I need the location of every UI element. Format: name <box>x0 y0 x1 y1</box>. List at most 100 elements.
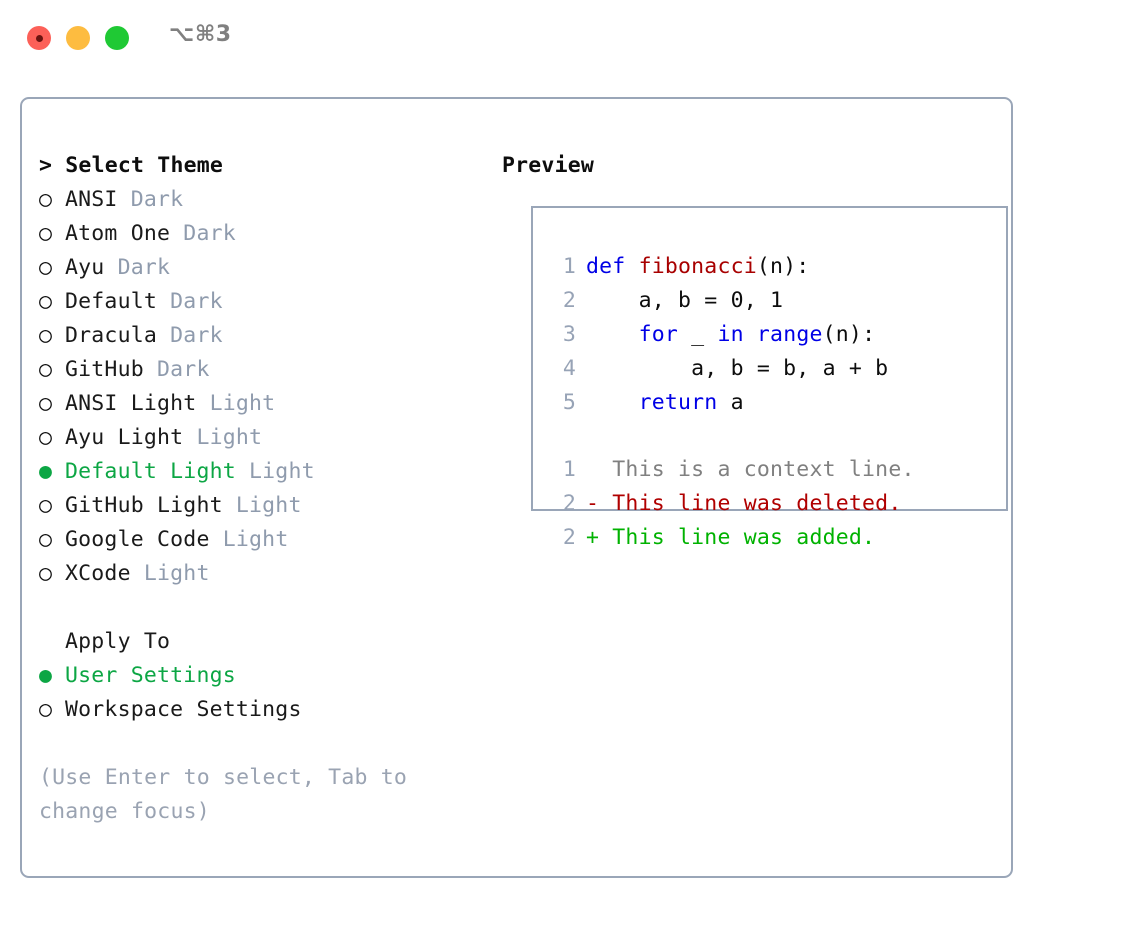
theme-option-label: Default Light <box>65 459 236 484</box>
theme-option-ansi[interactable]: ○ ANSI Dark <box>39 183 479 217</box>
theme-option-ayu[interactable]: ○ Ayu Dark <box>39 251 479 285</box>
minimize-window-icon[interactable] <box>66 26 90 50</box>
code-token: for <box>638 322 679 347</box>
theme-selector-column: > Select Theme ○ANSI Dark○Atom One Dark○… <box>39 149 479 829</box>
theme-option-variant-tag: Dark <box>117 187 184 212</box>
code-line: 2 a, b = 0, 1 <box>544 284 999 318</box>
radio-selected-icon: ● <box>39 459 53 484</box>
diff-line-text: This is a context line. <box>586 457 915 482</box>
code-line: 5 return a <box>544 386 999 420</box>
theme-option-google-code[interactable]: ○ Google Code Light <box>39 523 479 557</box>
select-theme-heading: > Select Theme <box>39 153 224 178</box>
diff-line-text: - This line was deleted. <box>586 491 902 516</box>
code-token: def <box>586 254 639 279</box>
apply-to-option-user-settings[interactable]: ● User Settings <box>39 659 479 693</box>
theme-option-variant-tag: Light <box>130 561 210 586</box>
theme-option-xcode[interactable]: ○ XCode Light <box>39 557 479 591</box>
maximize-window-icon[interactable] <box>105 26 129 50</box>
theme-option-variant-tag: Dark <box>157 323 223 348</box>
theme-option-ansi-light[interactable]: ○ANSI Light Light <box>39 387 479 421</box>
theme-option-label: GitHub <box>65 357 144 382</box>
code-token: in <box>717 322 744 347</box>
theme-option-variant-tag: Dark <box>143 357 210 382</box>
theme-option-label: Google Code <box>65 527 210 552</box>
theme-option-label: XCode <box>65 561 131 586</box>
diff-line-number: 1 <box>562 457 576 482</box>
theme-option-label: Default <box>65 289 158 314</box>
line-number: 1 <box>562 254 576 279</box>
code-token: (n): <box>822 322 876 347</box>
apply-to-option-list: ● User Settings ○ Workspace Settings <box>39 659 479 727</box>
list-spacer <box>39 591 479 625</box>
code-line-text: a, b = b, a + b <box>586 352 888 386</box>
apply-to-option-label: User Settings <box>65 663 236 688</box>
code-line-text: return a <box>586 386 744 420</box>
keyboard-hint-text: (Use Enter to select, Tab to change focu… <box>39 765 408 824</box>
diff-line-number: 2 <box>562 525 576 550</box>
radio-unselected-icon: ○ <box>39 697 53 722</box>
radio-unselected-icon: ○ <box>39 289 53 314</box>
code-token: range <box>756 322 823 347</box>
radio-unselected-icon: ○ <box>39 493 53 518</box>
code-token: a <box>717 390 744 415</box>
theme-option-label: GitHub Light <box>65 493 223 518</box>
preview-heading: Preview <box>502 153 595 178</box>
code-token: fibonacci <box>638 254 757 279</box>
theme-option-github-light[interactable]: ○ GitHub Light Light <box>39 489 479 523</box>
radio-unselected-icon: ○ <box>39 527 53 552</box>
code-token <box>586 390 639 415</box>
radio-unselected-icon: ○ <box>39 561 53 586</box>
line-number: 5 <box>562 390 576 415</box>
code-token: a, b = 0, 1 <box>586 288 784 313</box>
apply-to-option-workspace-settings[interactable]: ○ Workspace Settings <box>39 693 479 727</box>
theme-option-list: ○ ANSI Dark ○ Atom One Dark ○ Ayu Dark ○ Defaul… <box>39 183 479 591</box>
code-token <box>586 322 639 347</box>
window-title: ⌥⌘3 <box>169 22 232 47</box>
code-line: 1 def fibonacci(n): <box>544 250 999 284</box>
theme-option-variant-tag: Light <box>183 425 263 450</box>
code-line-text: def fibonacci(n): <box>586 250 809 284</box>
theme-option-github[interactable]: ○ GitHub Dark <box>39 353 479 387</box>
radio-unselected-icon: ○ <box>39 221 53 246</box>
radio-unselected-icon: ○ <box>39 187 53 212</box>
diff-line-text: + This line was added. <box>586 525 876 550</box>
theme-option-variant-tag: Light <box>222 493 302 518</box>
theme-option-variant-tag: Dark <box>157 289 223 314</box>
diff-line: 1 This is a context line. <box>544 453 999 487</box>
theme-option-label: Dracula <box>65 323 158 348</box>
diff-line: 2 + This line was added. <box>544 521 999 555</box>
theme-option-label: ANSI <box>65 187 118 212</box>
code-token: a, b = b, a + b <box>586 356 889 381</box>
theme-option-atom-one[interactable]: ○ Atom One Dark <box>39 217 479 251</box>
theme-option-dracula[interactable]: ○ Dracula Dark <box>39 319 479 353</box>
code-token: (n): <box>756 254 810 279</box>
code-line-text: a, b = 0, 1 <box>586 284 783 318</box>
radio-unselected-icon: ○ <box>39 425 53 450</box>
theme-option-label: Ayu <box>65 255 105 280</box>
diff-line-number: 2 <box>562 491 576 516</box>
theme-option-variant-tag: Light <box>209 527 289 552</box>
radio-selected-icon: ● <box>39 663 53 688</box>
radio-unselected-icon: ○ <box>39 255 53 280</box>
code-token: _ <box>678 322 718 347</box>
code-line: 4 a, b = b, a + b <box>544 352 999 386</box>
theme-option-default[interactable]: ○ Default Dark <box>39 285 479 319</box>
theme-option-variant-tag: Light <box>235 459 315 484</box>
theme-option-default-light[interactable]: ● Default Light Light <box>39 455 479 489</box>
diff-line: 2 - This line was deleted. <box>544 487 999 521</box>
theme-option-variant-tag: Light <box>196 391 276 416</box>
apply-to-option-label: Workspace Settings <box>65 697 302 722</box>
theme-option-variant-tag: Dark <box>170 221 236 246</box>
traffic-light-buttons <box>27 26 129 50</box>
close-window-icon[interactable] <box>27 26 51 50</box>
theme-option-ayu-light[interactable]: ○Ayu Light Light <box>39 421 479 455</box>
theme-option-label: Atom One <box>65 221 171 246</box>
line-number: 2 <box>562 288 576 313</box>
radio-unselected-icon: ○ <box>39 357 53 382</box>
theme-option-variant-tag: Dark <box>104 255 171 280</box>
radio-unselected-icon: ○ <box>39 323 53 348</box>
